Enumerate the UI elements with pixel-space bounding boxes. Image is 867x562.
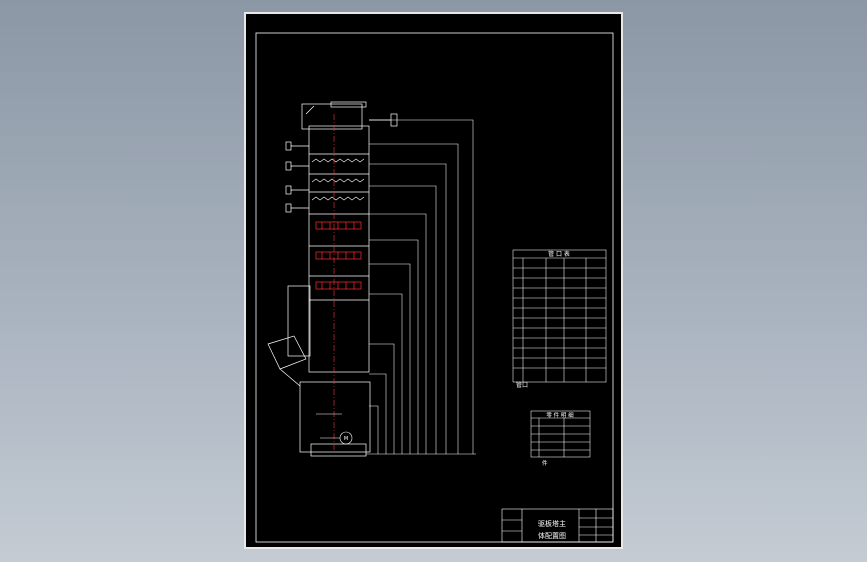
cad-drawing: M 管 口 表 管口 零 件 xyxy=(255,32,614,543)
inner-frame xyxy=(255,32,614,543)
nozzle-table-footer: 管口 xyxy=(516,381,528,389)
parts-table-footer: 件 xyxy=(542,459,548,467)
tray-packing xyxy=(311,158,365,201)
parts-table-header: 零 件 明 细 xyxy=(546,411,574,419)
drawing-title-line-1: 驱板塔主 xyxy=(538,519,566,528)
parts-table xyxy=(530,410,591,458)
drawing-title-line-2: 体配置图 xyxy=(538,531,566,540)
bottom-internals xyxy=(316,413,353,445)
tower-column xyxy=(267,101,398,457)
manhole-label: M xyxy=(344,436,348,442)
liquid-distributors xyxy=(315,221,362,290)
nozzle-table xyxy=(512,249,607,383)
nozzle-table-header: 管 口 表 xyxy=(548,250,570,258)
dimension-lines xyxy=(366,119,476,455)
title-block xyxy=(501,508,614,543)
drawing-sheet: M 管 口 表 管口 零 件 xyxy=(244,12,623,549)
